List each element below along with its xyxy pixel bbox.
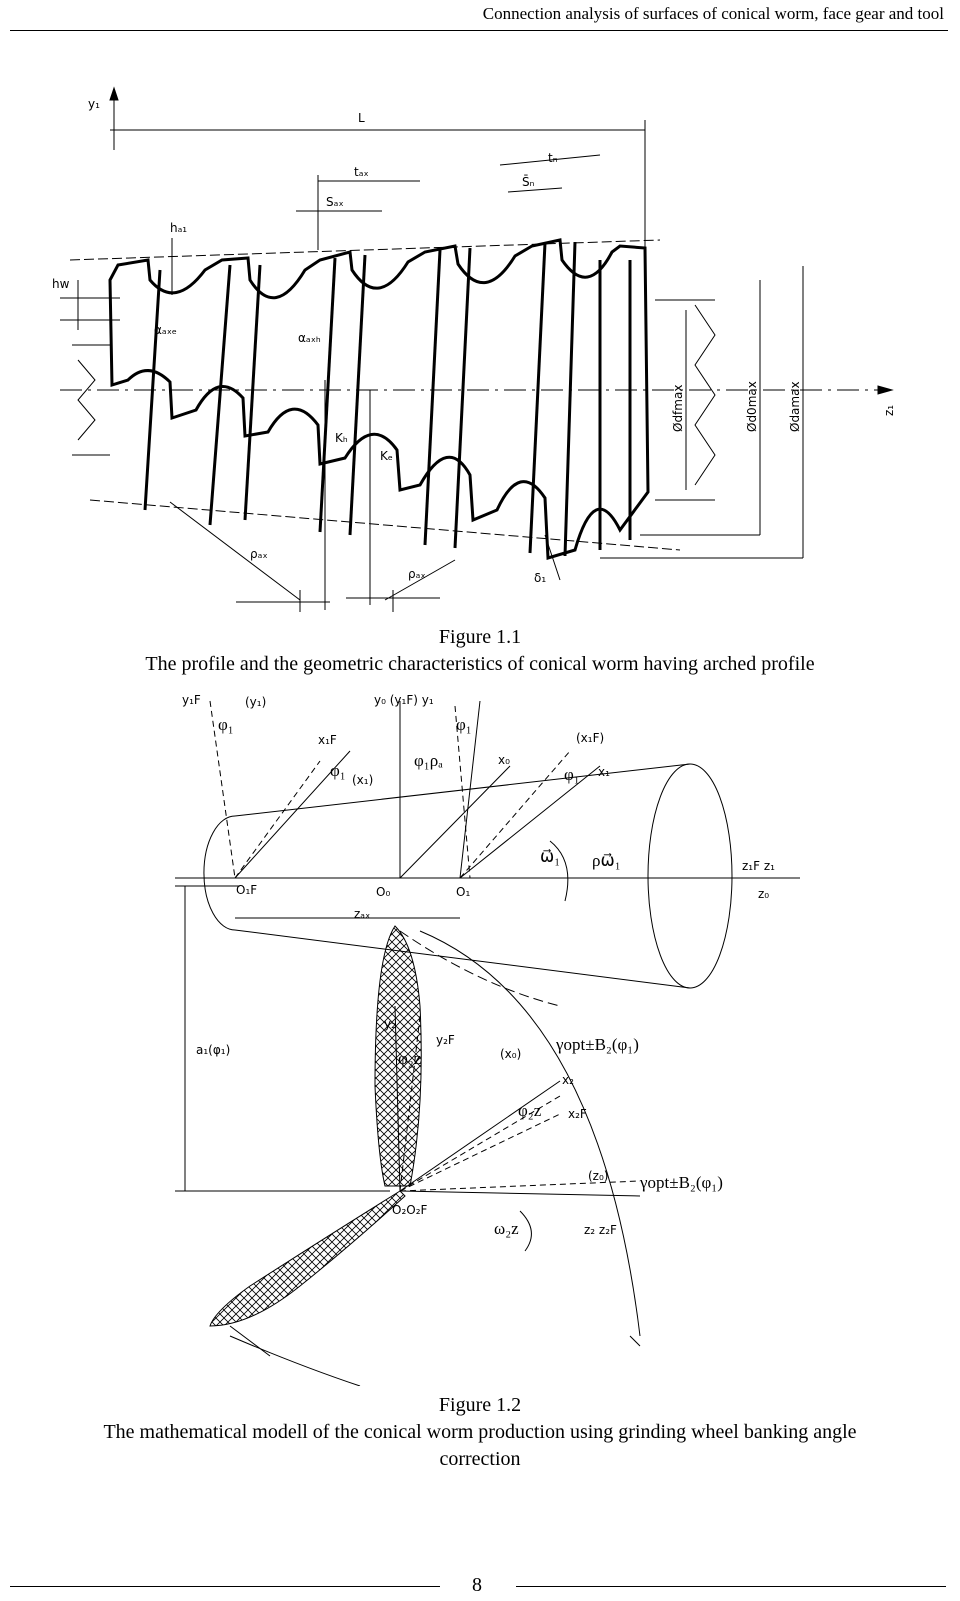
label-dfmax: Ødfmax xyxy=(671,385,685,432)
worm-profile-drawing: y₁ L tₐₓ Sₐₓ tₙ S̄ₙ hₐ₁ hw αₐₓₑ αₐₓₕ Kₕ … xyxy=(52,86,896,612)
label-phi2z: φ₂z xyxy=(398,1049,422,1068)
label-x0-paren: (x₀) xyxy=(500,1047,521,1061)
label-hw: hw xyxy=(52,277,70,291)
figure-1-2-caption-line1: The mathematical modell of the conical w… xyxy=(103,1421,857,1443)
page-number: 8 xyxy=(472,1574,482,1596)
label-a1-phi1: a₁(φ₁) xyxy=(196,1043,230,1057)
label-tax: tₐₓ xyxy=(354,165,369,179)
page-footer: 8 xyxy=(0,1572,960,1601)
label-phi1-rho-a: φ₁ρₐ xyxy=(414,751,443,770)
label-y1: y₁ xyxy=(88,97,100,111)
label-phi1-a: φ₁ xyxy=(218,715,234,734)
label-z0-paren: (z₀) xyxy=(588,1169,608,1183)
label-x1F-paren: (x₁F) xyxy=(576,731,604,745)
label-x1F: x₁F xyxy=(318,733,337,747)
label-ke: Kₑ xyxy=(380,449,393,463)
label-x1-paren: (x₁) xyxy=(352,773,373,787)
label-gamma-1: γopt±B₂(φ₁) xyxy=(555,1035,639,1054)
label-phi2z-b: φ₂z xyxy=(518,1101,542,1120)
label-alpha-axe: αₐₓₑ xyxy=(154,323,177,337)
label-z0: z₀ xyxy=(758,887,769,901)
figure-1-2: y₁F (y₁) φ₁ y₀ (y₁F) y₁ φ₁ x₁F φ₁ (x₁) φ… xyxy=(0,686,960,1386)
label-phi1-d: φ₁ xyxy=(564,765,580,784)
footer-rule-left xyxy=(10,1586,440,1587)
footer-rule-right xyxy=(516,1586,946,1587)
label-x2: x₂ xyxy=(562,1073,574,1087)
label-sax: Sₐₓ xyxy=(326,195,344,209)
label-ha1: hₐ₁ xyxy=(170,221,187,235)
label-phi1-c: φ₁ xyxy=(330,761,346,780)
figure-1-2-caption-line2: correction xyxy=(439,1448,521,1470)
running-header: Connection analysis of surfaces of conic… xyxy=(0,0,960,34)
label-o2o2F: O₂O₂F xyxy=(392,1203,428,1217)
label-x1: x₁ xyxy=(598,765,610,779)
label-alpha-axh: αₐₓₕ xyxy=(298,331,321,345)
label-L: L xyxy=(358,111,365,125)
label-d0max: Ød0max xyxy=(745,381,759,432)
label-damax: Ødamax xyxy=(788,381,802,432)
mathematical-model-drawing: y₁F (y₁) φ₁ y₀ (y₁F) y₁ φ₁ x₁F φ₁ (x₁) φ… xyxy=(175,693,800,1386)
running-title: Connection analysis of surfaces of conic… xyxy=(482,4,944,23)
label-rho-omega1: ρω⃗₁ xyxy=(592,851,621,870)
header-rule xyxy=(10,30,948,31)
figure-1-1-caption: Figure 1.1 The profile and the geometric… xyxy=(0,624,960,678)
label-tn: tₙ xyxy=(548,151,558,165)
label-rho-ax-1: ρₐₓ xyxy=(250,547,268,561)
label-rho-ax-2: ρₐₓ xyxy=(408,567,426,581)
label-y0-y1F-y1: y₀ (y₁F) y₁ xyxy=(374,693,434,707)
label-y2F: y₂F xyxy=(436,1033,455,1047)
label-x2F: x₂F xyxy=(568,1107,587,1121)
label-omega2z: ω₂z xyxy=(494,1219,519,1238)
label-omega1: ω⃗₁ xyxy=(540,847,560,866)
label-delta1: δ₁ xyxy=(534,571,546,585)
figure-1-2-label: Figure 1.2 xyxy=(438,1394,522,1416)
label-kh: Kₕ xyxy=(335,431,348,445)
label-y1-paren: (y₁) xyxy=(245,695,266,709)
figure-1-1-label: Figure 1.1 xyxy=(438,626,522,648)
label-gamma-2: γopt±B₂(φ₁) xyxy=(639,1173,723,1192)
label-y2: y₂ xyxy=(384,1017,396,1031)
label-y1F: y₁F xyxy=(182,693,201,707)
label-sn: S̄ₙ xyxy=(522,175,535,189)
label-phi1-b: φ₁ xyxy=(456,715,472,734)
figure-1-1-caption-text: The profile and the geometric characteri… xyxy=(145,653,815,675)
label-z1F-z1: z₁F z₁ xyxy=(742,859,775,873)
label-o1: O₁ xyxy=(456,885,470,899)
label-z2-z2F: z₂ z₂F xyxy=(584,1223,617,1237)
label-z1: z₁ xyxy=(882,405,896,416)
label-zax: zₐₓ xyxy=(354,907,370,921)
label-x0: x₀ xyxy=(498,753,510,767)
label-o1F: O₁F xyxy=(236,883,257,897)
figure-1-2-caption: Figure 1.2 The mathematical modell of th… xyxy=(0,1392,960,1473)
label-o0: O₀ xyxy=(376,885,390,899)
figure-1-1: y₁ L tₐₓ Sₐₓ tₙ S̄ₙ hₐ₁ hw αₐₓₑ αₐₓₕ Kₕ … xyxy=(0,80,960,620)
